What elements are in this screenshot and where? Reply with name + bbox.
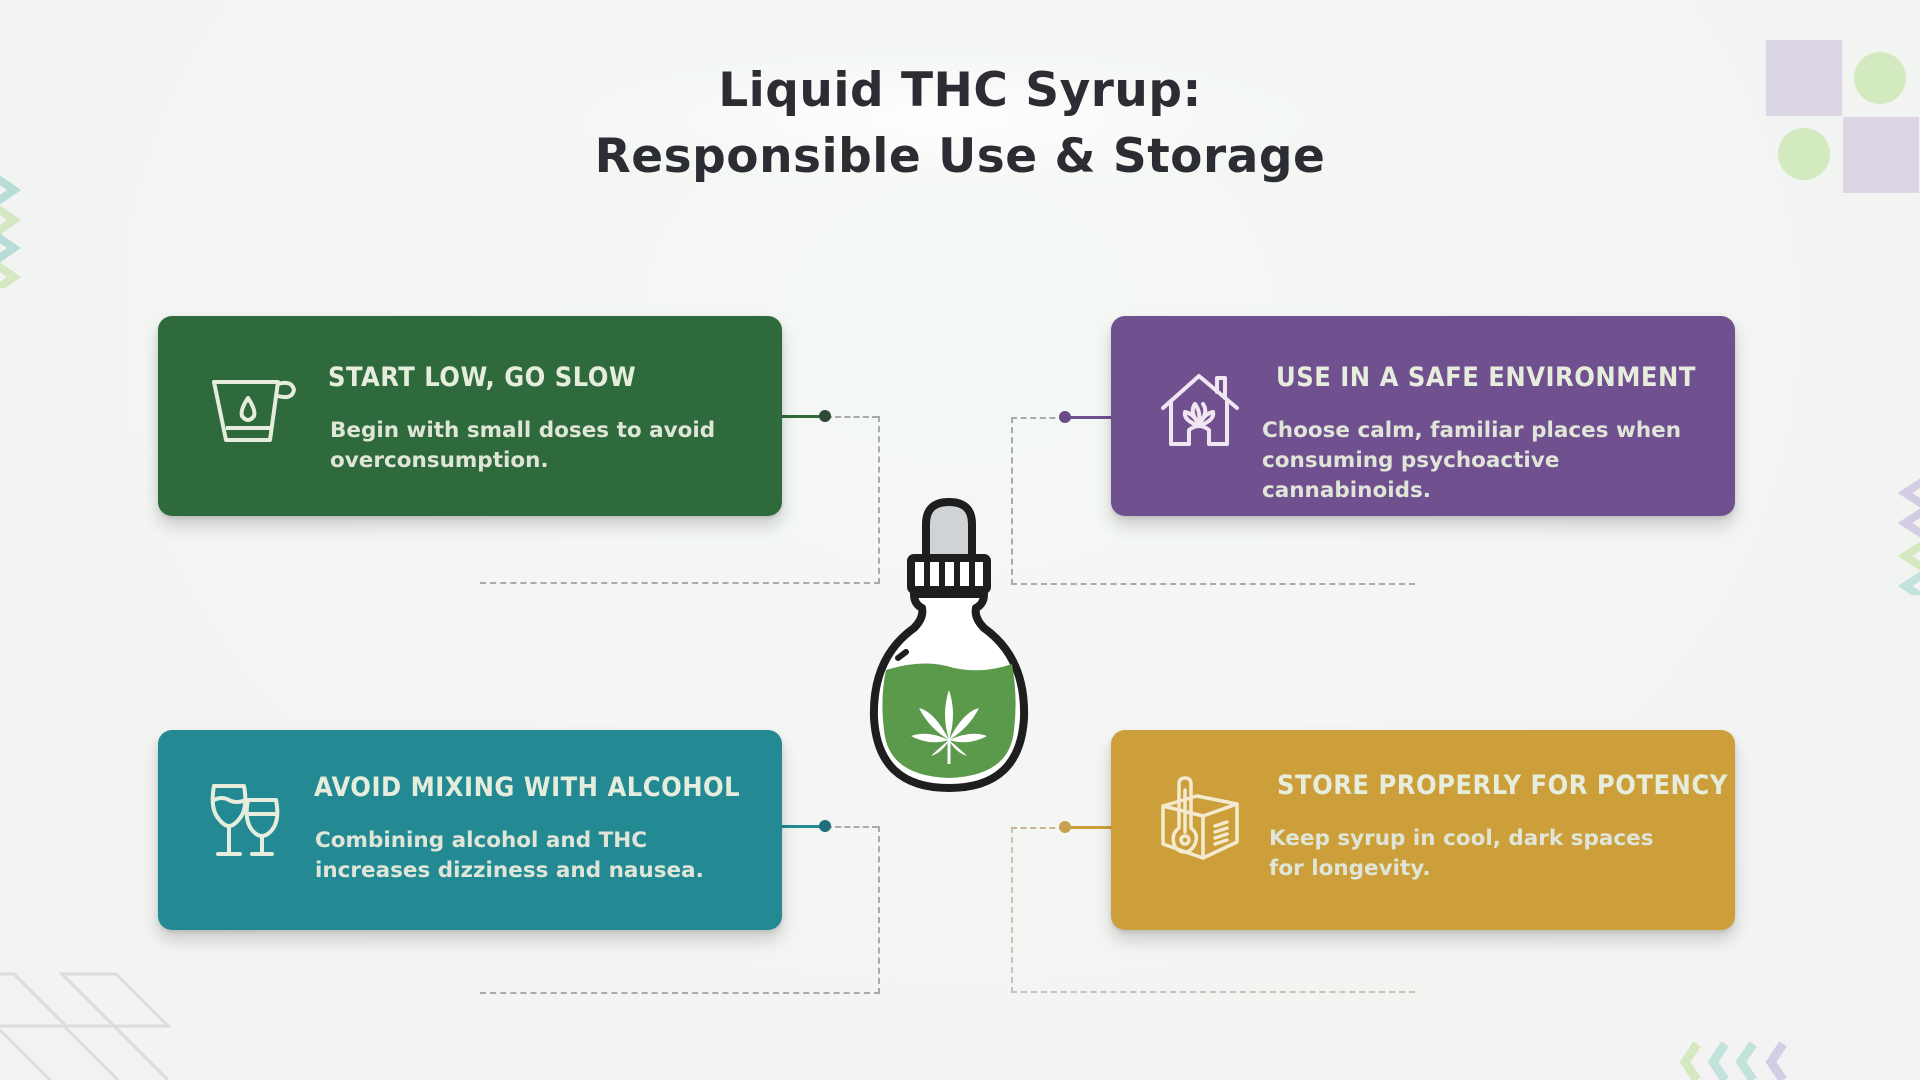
card-store-properly-for-potency: STORE PROPERLY FOR POTENCY Keep syrup in… xyxy=(1111,730,1735,930)
card-heading: AVOID MIXING WITH ALCOHOL xyxy=(314,772,741,803)
card-description: Begin with small doses to avoid overcons… xyxy=(330,418,716,473)
decorative-chevrons-right xyxy=(1897,478,1920,595)
card-description: Combining alcohol and THC increases dizz… xyxy=(315,828,704,883)
title-line-1: Liquid THC Syrup: xyxy=(718,63,1202,118)
decorative-chevrons-bottom xyxy=(1679,1041,1787,1080)
wine-glasses-icon xyxy=(210,778,302,870)
decorative-grid-lines xyxy=(0,972,172,1080)
measuring-cup-drop-icon xyxy=(208,366,300,458)
card-avoid-mixing-with-alcohol: AVOID MIXING WITH ALCOHOL Combining alco… xyxy=(158,730,782,930)
title-line-2: Responsible Use & Storage xyxy=(594,129,1326,184)
title-glow xyxy=(540,45,1340,195)
house-plant-icon xyxy=(1159,368,1251,460)
page-title: Liquid THC Syrup: Responsible Use & Stor… xyxy=(0,58,1920,190)
card-description: Choose calm, familiar places when consum… xyxy=(1262,418,1682,503)
dropper-bottle-cannabis-leaf-icon xyxy=(869,498,1029,792)
card-description: Keep syrup in cool, dark spaces for long… xyxy=(1269,826,1654,881)
card-heading: USE IN A SAFE ENVIRONMENT xyxy=(1276,362,1696,393)
card-start-low-go-slow: START LOW, GO SLOW Begin with small dose… xyxy=(158,316,782,516)
decorative-chevrons-left xyxy=(0,175,21,288)
decorative-squares-circles xyxy=(1766,40,1919,193)
card-heading: START LOW, GO SLOW xyxy=(328,362,637,393)
thermometer-box-icon xyxy=(1157,774,1249,866)
card-use-in-safe-environment: USE IN A SAFE ENVIRONMENT Choose calm, f… xyxy=(1111,316,1735,516)
card-heading: STORE PROPERLY FOR POTENCY xyxy=(1277,770,1728,801)
